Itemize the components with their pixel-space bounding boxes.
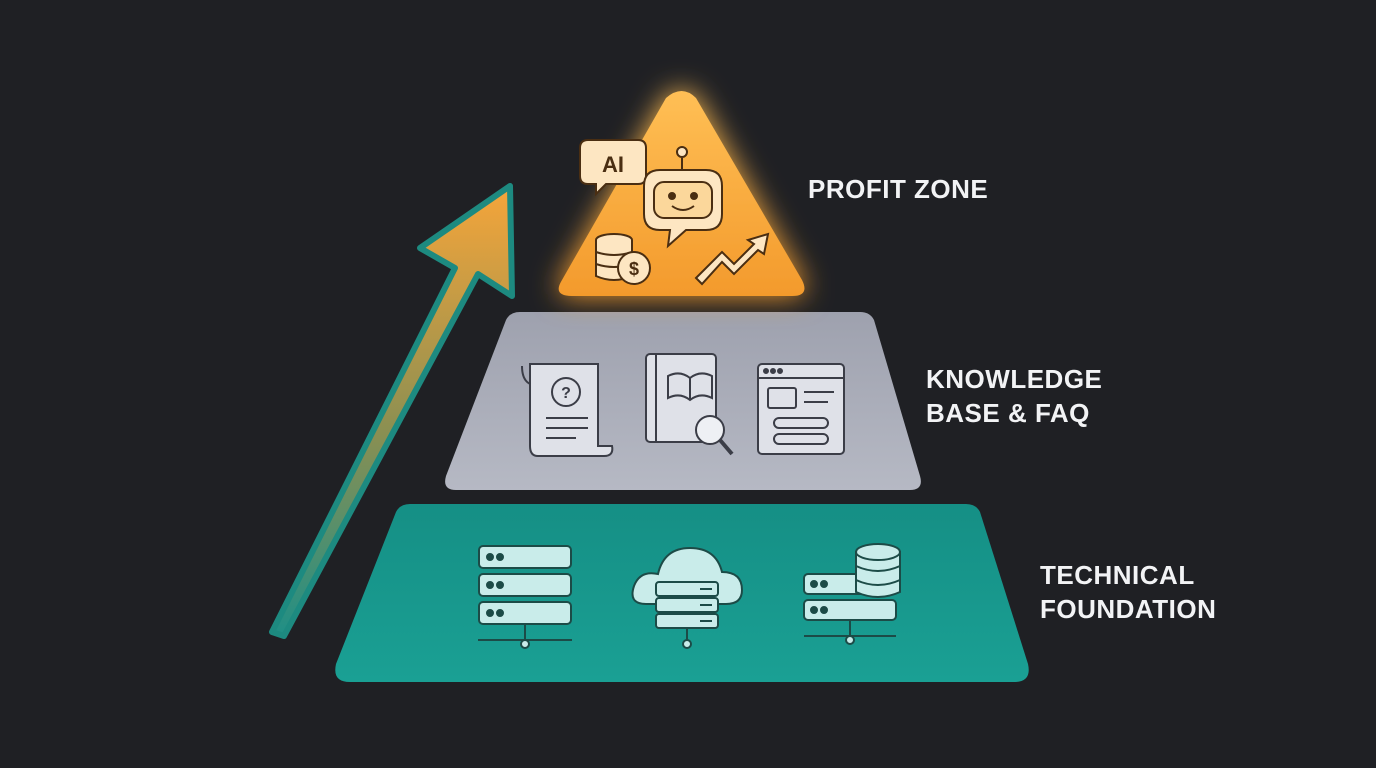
ai-badge-text: AI: [602, 152, 624, 177]
tier-label-line: FOUNDATION: [1040, 594, 1217, 624]
tier-label-technical-foundation: TECHNICAL FOUNDATION: [1040, 558, 1216, 626]
tier-profit: AI $: [558, 91, 805, 296]
tier-label-line: PROFIT ZONE: [808, 174, 989, 204]
robot-chat-icon: [643, 146, 723, 249]
tier-label-line: BASE & FAQ: [926, 398, 1090, 428]
tier-knowledge: ?: [445, 312, 921, 490]
ai-speech-bubble-icon: AI: [579, 139, 647, 197]
growth-arrow-icon: [269, 183, 515, 639]
svg-text:?: ?: [561, 385, 571, 402]
cloud-server-icon: [631, 546, 744, 649]
tier-label-line: TECHNICAL: [1040, 560, 1195, 590]
web-page-icon: [757, 363, 845, 455]
tier-label-profit-zone: PROFIT ZONE: [808, 172, 988, 206]
database-server-icon: [803, 543, 901, 645]
tier-label-knowledge-base: KNOWLEDGE BASE & FAQ: [926, 362, 1102, 430]
tier-label-line: KNOWLEDGE: [926, 364, 1103, 394]
tier-technical: [335, 504, 1029, 682]
coins-dollar-icon: $: [595, 233, 651, 285]
svg-text:$: $: [629, 259, 639, 279]
faq-scroll-icon: ?: [521, 363, 614, 457]
book-search-icon: [645, 353, 734, 456]
server-rack-icon: [478, 545, 572, 649]
trend-up-arrow-icon: [694, 232, 770, 286]
